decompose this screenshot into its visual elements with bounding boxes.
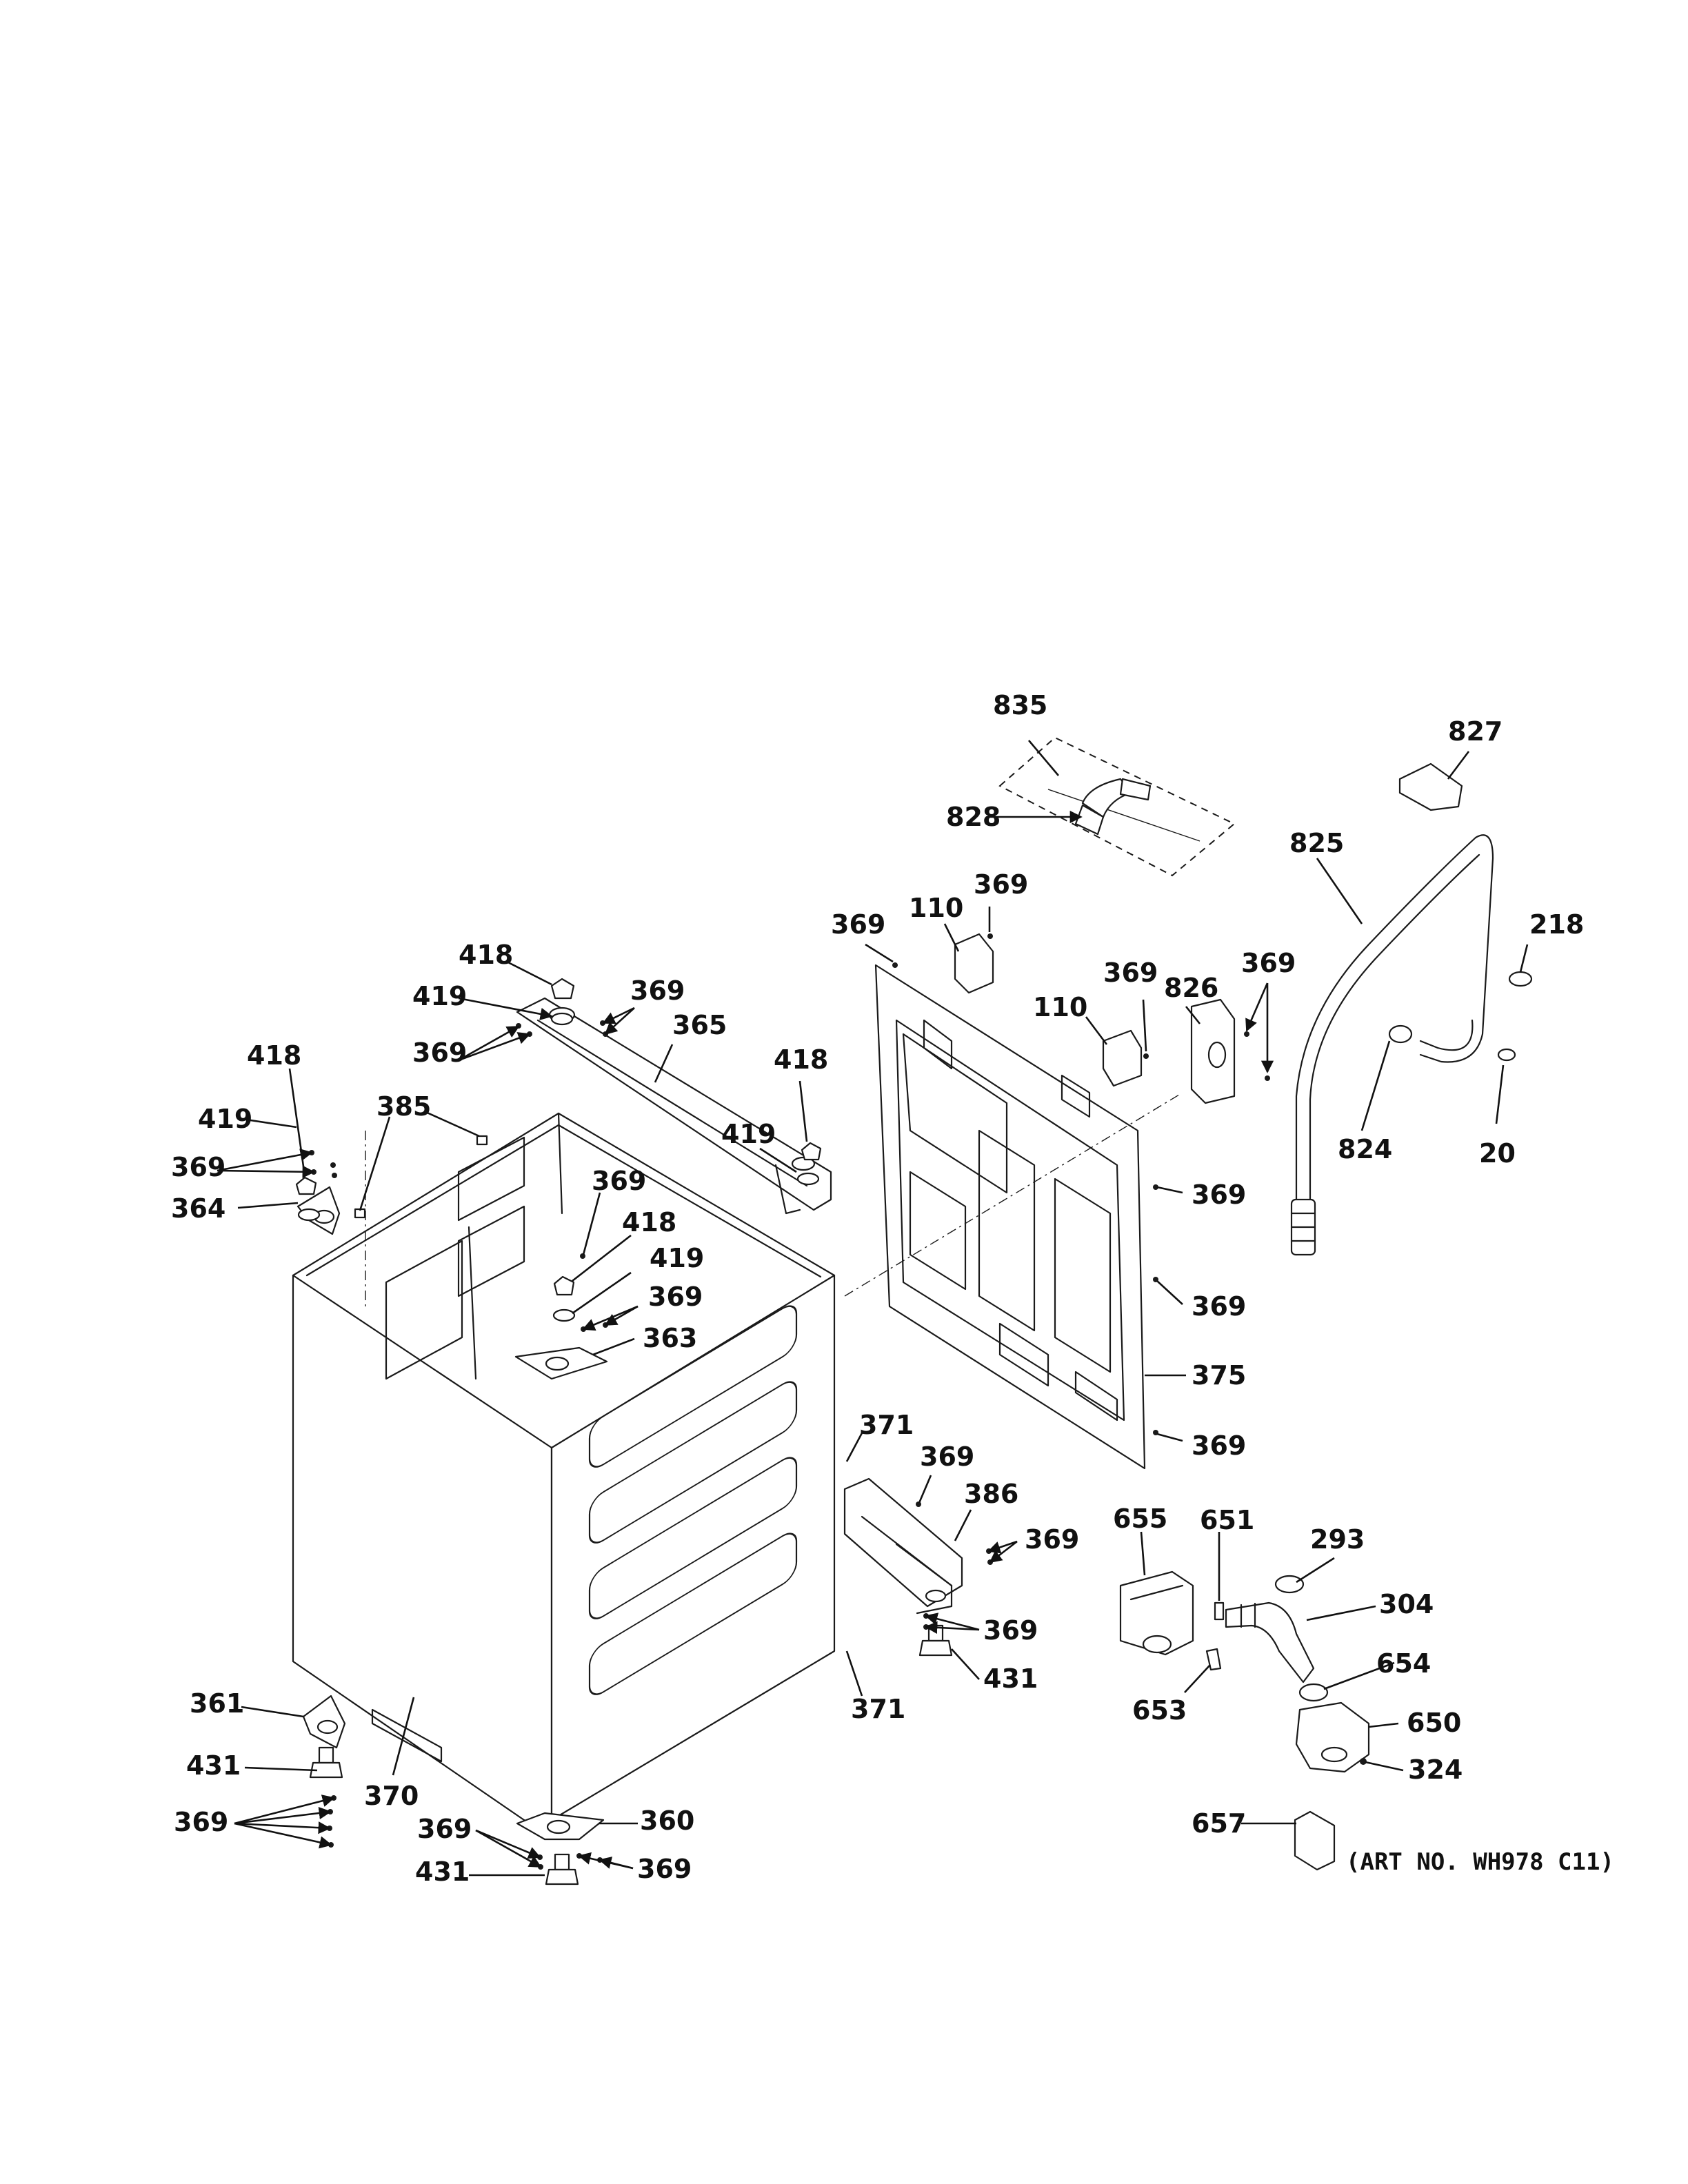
callout-label: 824 [1338, 1134, 1392, 1164]
pump-655 [1119, 1570, 1194, 1656]
leveling-foot-431 [918, 1624, 953, 1657]
leveler-418 [550, 978, 575, 1000]
callout-label: 385 [376, 1091, 431, 1122]
callout-label: 419 [650, 1243, 704, 1273]
callout-label: 657 [1192, 1808, 1246, 1839]
callout-label: 369 [648, 1282, 703, 1312]
callout-label: 418 [247, 1040, 301, 1071]
callout-label: 369 [637, 1854, 692, 1884]
callout-label: 431 [186, 1750, 241, 1781]
callout-label: 369 [412, 1038, 467, 1068]
clip-385 [476, 1135, 488, 1146]
washer-419 [297, 1208, 321, 1222]
callout-label: 835 [993, 690, 1047, 720]
washer-419 [796, 1172, 820, 1186]
callout-label: 324 [1408, 1755, 1463, 1785]
bracket-657 [1294, 1810, 1336, 1871]
leveler-418 [553, 1275, 575, 1296]
callout-label: 369 [592, 1166, 646, 1196]
callout-label: 369 [983, 1615, 1038, 1646]
bottom-rail-386 [843, 1477, 963, 1615]
screw-324 [1360, 1758, 1367, 1765]
callout-label: 371 [859, 1410, 914, 1440]
clip-651 [1214, 1601, 1225, 1621]
callout-label: 825 [1289, 828, 1344, 858]
cover-110 [954, 933, 994, 994]
callout-label: 371 [851, 1694, 905, 1724]
callout-label: 370 [364, 1781, 419, 1811]
clip-653 [1205, 1648, 1222, 1671]
cover-110 [1102, 1029, 1143, 1087]
callout-label: 369 [974, 869, 1028, 900]
callout-labels: 835 828 827 825 218 824 20 369 110 369 3… [171, 690, 1584, 1887]
leveling-foot-431 [545, 1853, 579, 1885]
clamp-293 [1274, 1575, 1305, 1594]
callout-label: 375 [1192, 1360, 1246, 1391]
callout-label: 110 [909, 893, 963, 923]
callout-label: 431 [415, 1857, 470, 1887]
washer-419 [550, 1012, 574, 1026]
rear-panel-375 [874, 964, 1146, 1470]
callout-label: 369 [174, 1807, 228, 1837]
callout-label: 828 [946, 802, 1001, 832]
callout-label: 827 [1448, 716, 1503, 747]
callout-label: 293 [1310, 1524, 1365, 1555]
callout-label: 369 [1103, 958, 1158, 988]
callout-label: 653 [1132, 1695, 1187, 1726]
leveler-418 [295, 1176, 317, 1195]
callout-label: 654 [1376, 1648, 1431, 1679]
leveling-foot-431 [309, 1746, 343, 1779]
callout-label: 655 [1113, 1504, 1167, 1534]
callout-label: 419 [412, 981, 467, 1011]
callout-label: 369 [1192, 1180, 1246, 1210]
callout-label: 369 [1192, 1291, 1246, 1322]
callout-label: 418 [459, 940, 513, 970]
callout-label: 20 [1479, 1138, 1516, 1169]
callout-label: 360 [640, 1806, 694, 1836]
corner-bracket-361 [302, 1695, 346, 1749]
callout-label: 110 [1033, 992, 1087, 1022]
callout-label: 369 [171, 1152, 225, 1182]
clamp-654 [1298, 1683, 1329, 1702]
callout-label: 369 [1241, 948, 1296, 978]
hose-kit-835 [998, 736, 1236, 877]
callout-label: 369 [1025, 1524, 1079, 1555]
callout-label: 650 [1407, 1708, 1461, 1738]
callout-label: 826 [1164, 973, 1218, 1003]
art-number: (ART NO. WH978 C11) [1346, 1848, 1614, 1876]
bracket-826 [1190, 998, 1236, 1104]
callout-label: 369 [920, 1442, 974, 1472]
callout-label: 419 [198, 1104, 252, 1134]
washer-419 [552, 1308, 576, 1322]
callout-label: 369 [630, 975, 685, 1006]
callout-label: 218 [1529, 909, 1584, 940]
callout-label: 369 [417, 1814, 472, 1844]
leader-lines [217, 740, 1529, 1877]
drain-pump-650 [1295, 1701, 1370, 1773]
callout-label: 369 [1192, 1430, 1246, 1461]
callout-label: 363 [643, 1323, 697, 1353]
leveler-418 [801, 1142, 822, 1161]
drain-hose-825 [1290, 762, 1533, 1256]
corner-bracket-360 [516, 1812, 605, 1841]
callout-label: 651 [1200, 1505, 1254, 1535]
callout-label: 418 [622, 1207, 676, 1237]
callout-label: 431 [983, 1664, 1038, 1694]
callout-label: 364 [171, 1193, 225, 1224]
callout-label: 386 [964, 1479, 1018, 1509]
callout-label: 361 [190, 1688, 244, 1719]
pump-hose-304 [1225, 1601, 1315, 1684]
callout-label: 304 [1379, 1589, 1434, 1619]
corner-bracket-363 [514, 1346, 608, 1380]
callout-label: 419 [721, 1119, 776, 1149]
callout-label: 365 [672, 1010, 727, 1040]
callout-label: 369 [831, 909, 885, 940]
cabinet-370 [292, 1112, 836, 1825]
callout-label: 418 [774, 1044, 828, 1075]
